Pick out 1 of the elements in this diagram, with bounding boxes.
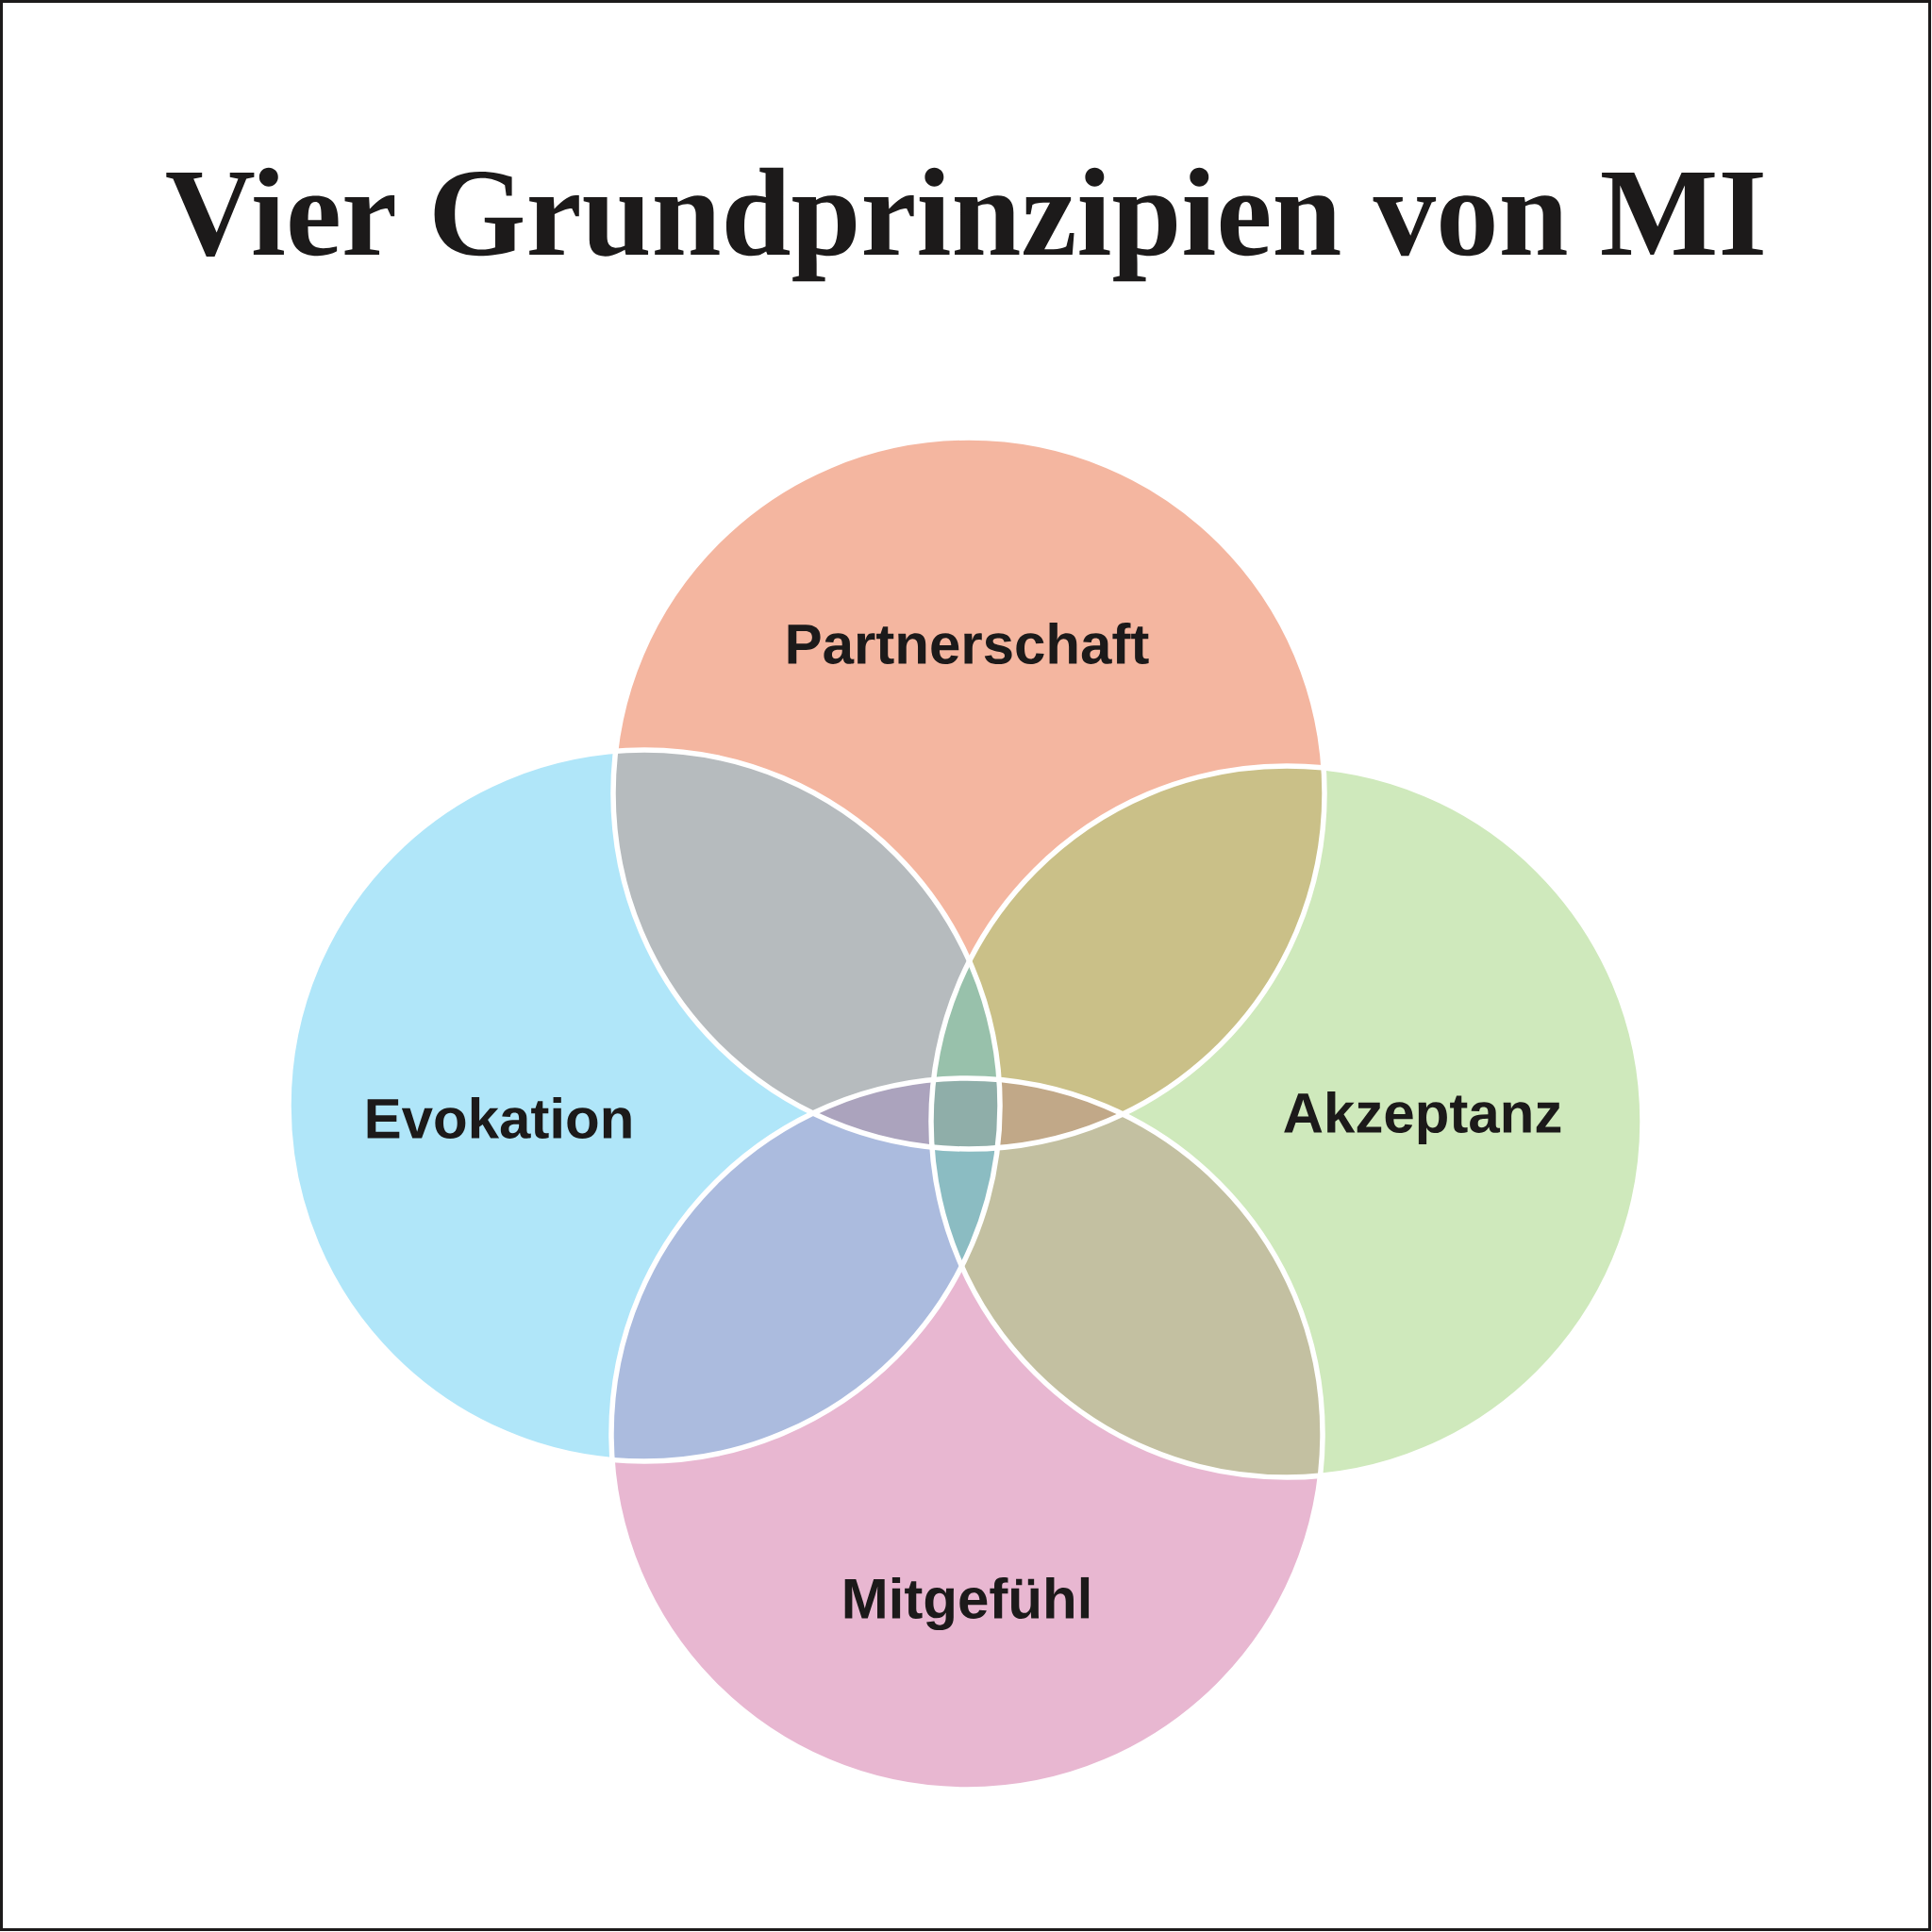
title: Vier Grundprinzipien von MI [166,167,1763,282]
